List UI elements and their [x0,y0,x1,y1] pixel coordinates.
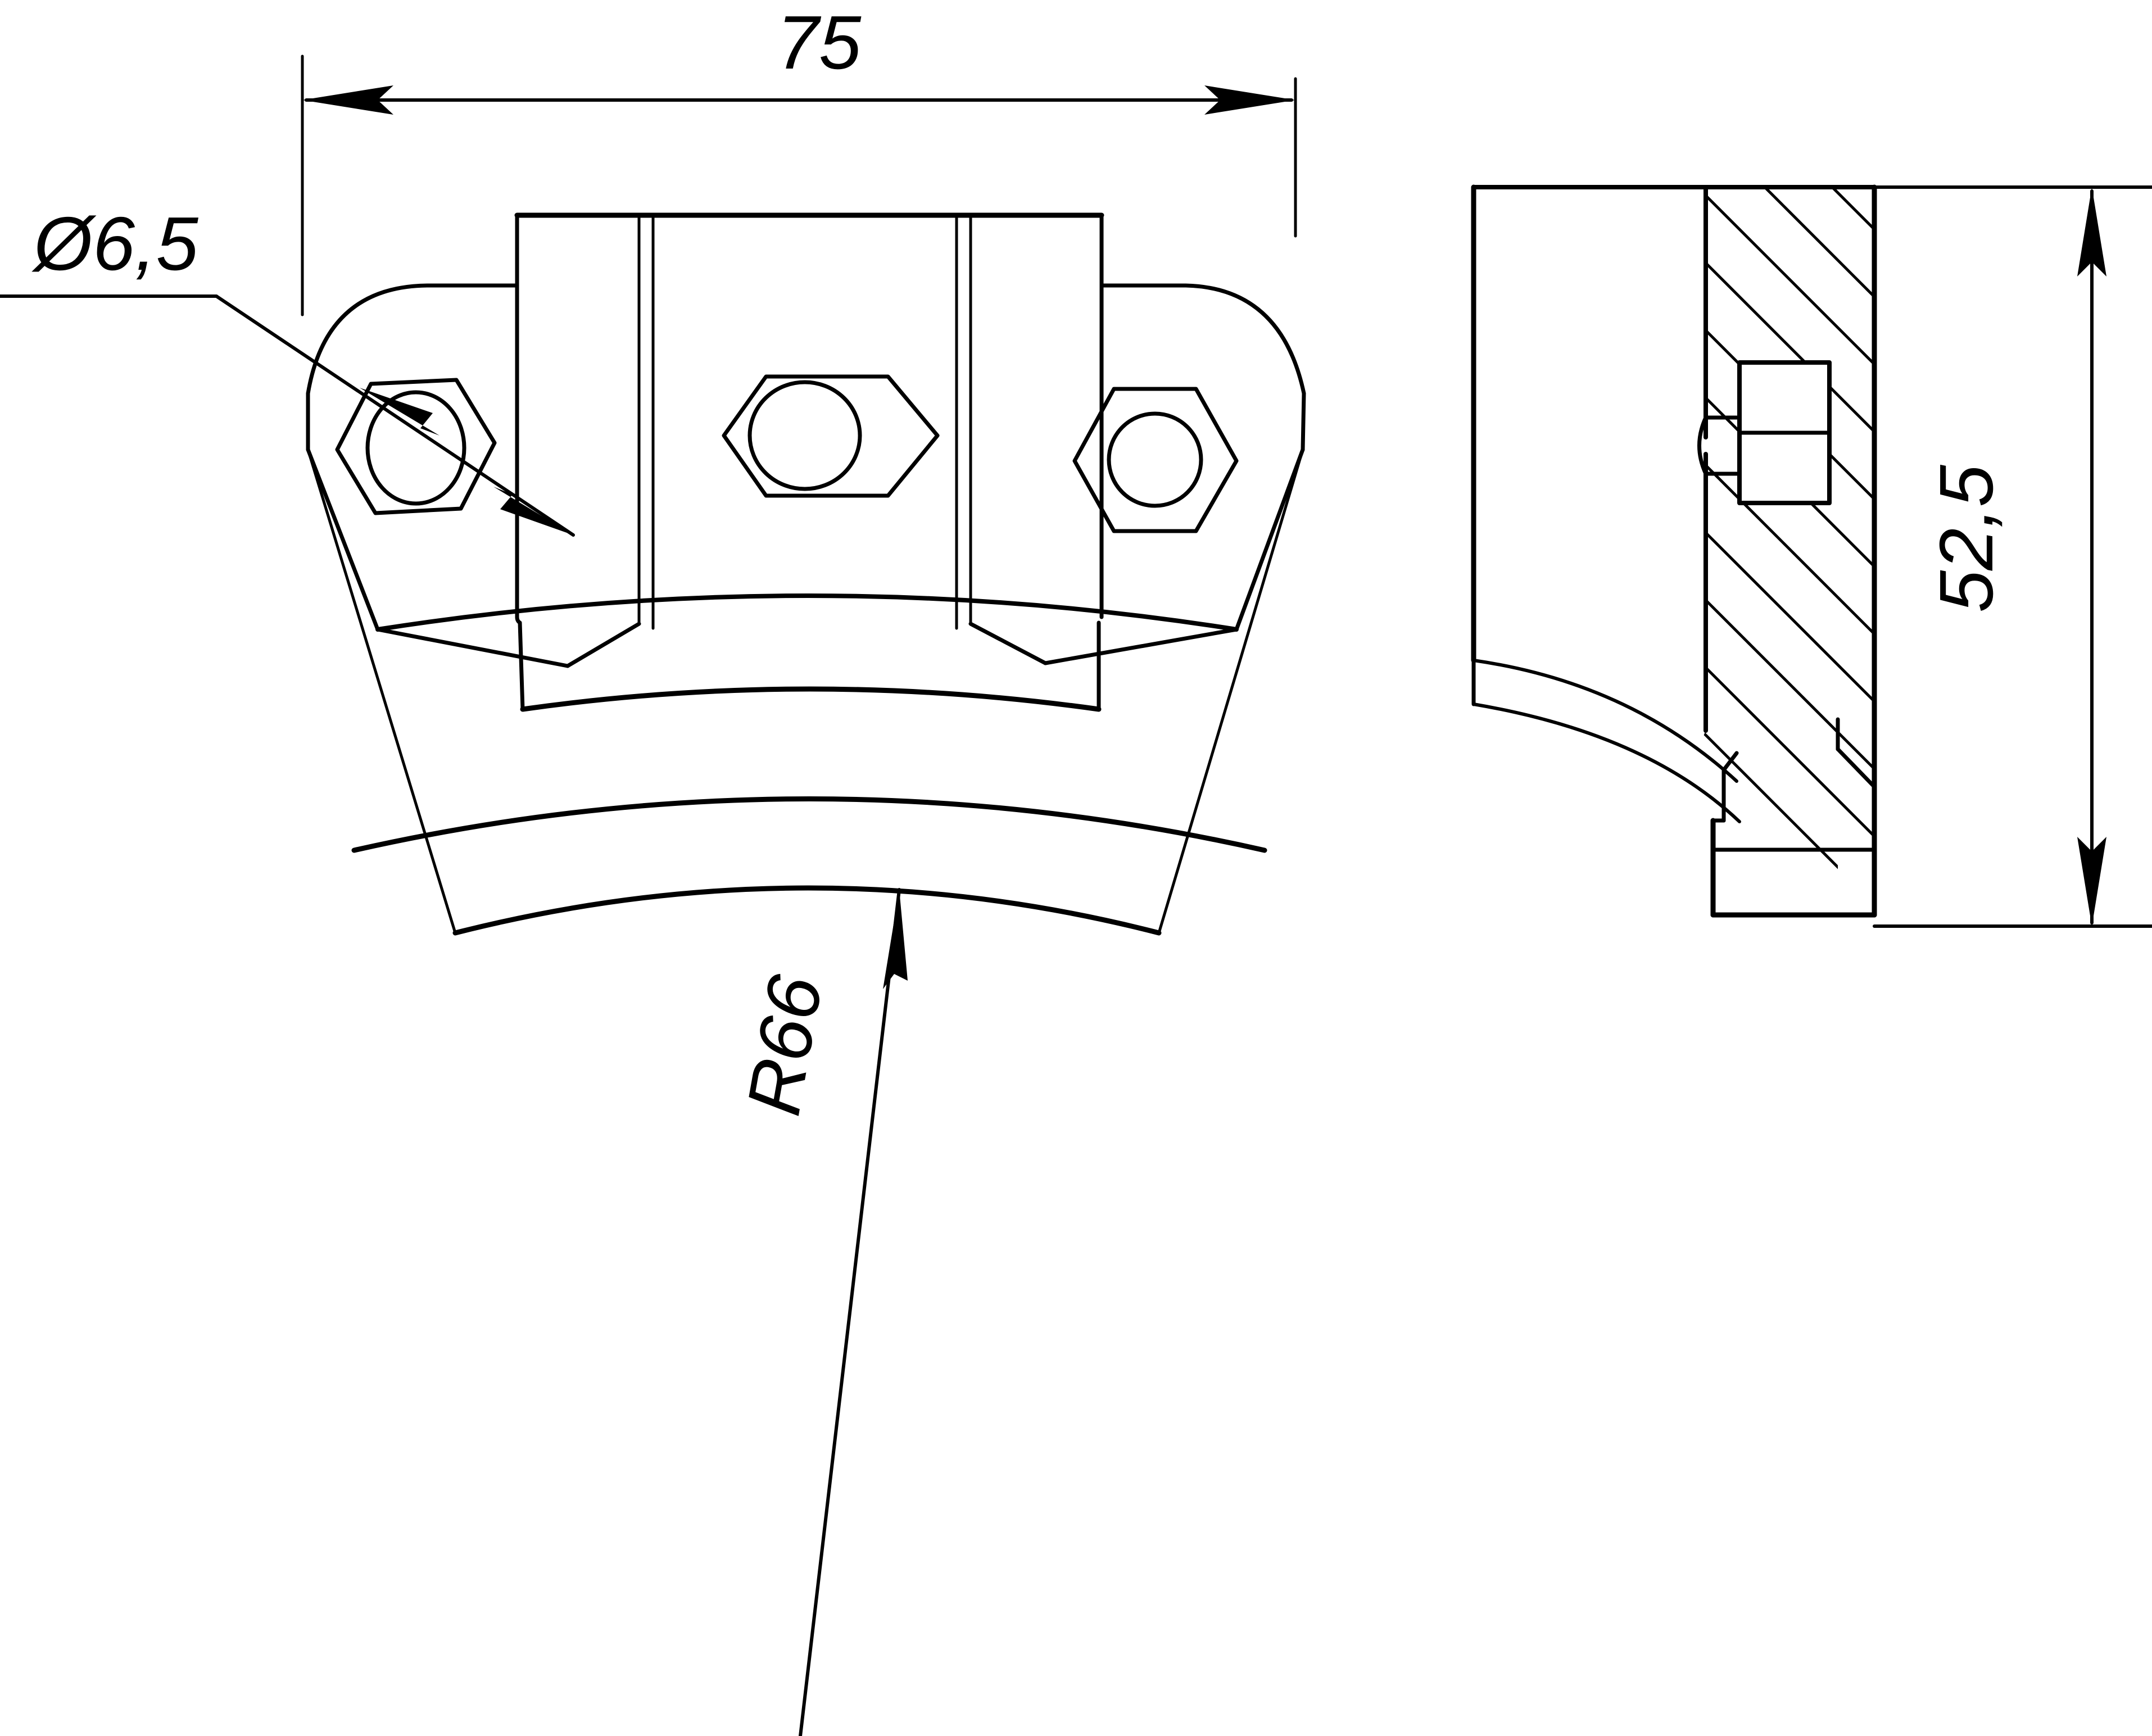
center-block-left-lower [518,620,525,711]
left-ear-outer-arc [306,283,519,396]
left-ear-bottom-edge [375,627,570,668]
hex-nut-right-outline [1072,387,1239,533]
foot-chamfer-edge [1836,747,1877,789]
r66-arrow-icon [883,890,908,989]
left-ear-lower-diagonal [306,447,380,632]
hex-nut-right-bore [1107,411,1203,508]
dimension-52-5-group [2077,187,2106,926]
hex-nut-center-outline [722,374,940,498]
hex-nut-center [722,374,940,498]
hex-nuts-group [335,374,1239,533]
left-ear-inner-bottom [565,622,641,668]
skirt-left-flank [306,448,457,935]
bolt-shank-round-end [1697,415,1708,476]
leader-arrow-lower-icon [493,487,573,535]
skirt-bottom-arc-r66 [452,885,1162,936]
leader-diagonal-segment [215,294,575,537]
dimension-75-label: 75 [777,0,862,85]
skirt-right-flank [1157,448,1304,935]
right-ear-inner-bottom [968,622,1048,665]
dimension-75-group [301,55,1297,316]
diameter-leader-group [0,294,575,537]
dimension-52-5-label: 52,5 [1924,464,2009,613]
arrow-down-icon [2077,837,2106,926]
right-ear-bottom-edge [1043,627,1239,665]
arrow-right-icon [1204,85,1295,115]
side-view-underside-arc-upper [1472,659,1738,783]
dimension-diameter-label: Ø6,5 [31,201,199,286]
skirt-upper-arc [375,593,1239,632]
hex-nut-left [335,378,497,515]
hex-nut-left-bore [365,390,466,506]
center-block-bottom-arc [520,686,1102,712]
leader-arrow-upper-icon [360,388,440,436]
hex-nut-left-outline [335,378,497,515]
hex-nut-right [1072,387,1239,533]
side-view-underside-arc-lower [1472,702,1741,823]
arrow-left-icon [302,85,393,115]
right-ear-outer-arc [1099,283,1306,396]
section-hatching [1675,187,1874,915]
r66-leader-group [799,888,908,1736]
hex-nut-center-bore [747,380,862,491]
side-section-view-group [1471,184,2152,928]
foot-notch-riser [1721,751,1739,823]
skirt-middle-arc [351,796,1267,853]
right-ear-lower-diagonal [1234,447,1305,632]
arrow-up-icon [2077,187,2106,277]
r66-leader-line [799,888,901,1736]
right-ear-right-edge [1301,391,1306,452]
front-view-group [301,189,1306,936]
